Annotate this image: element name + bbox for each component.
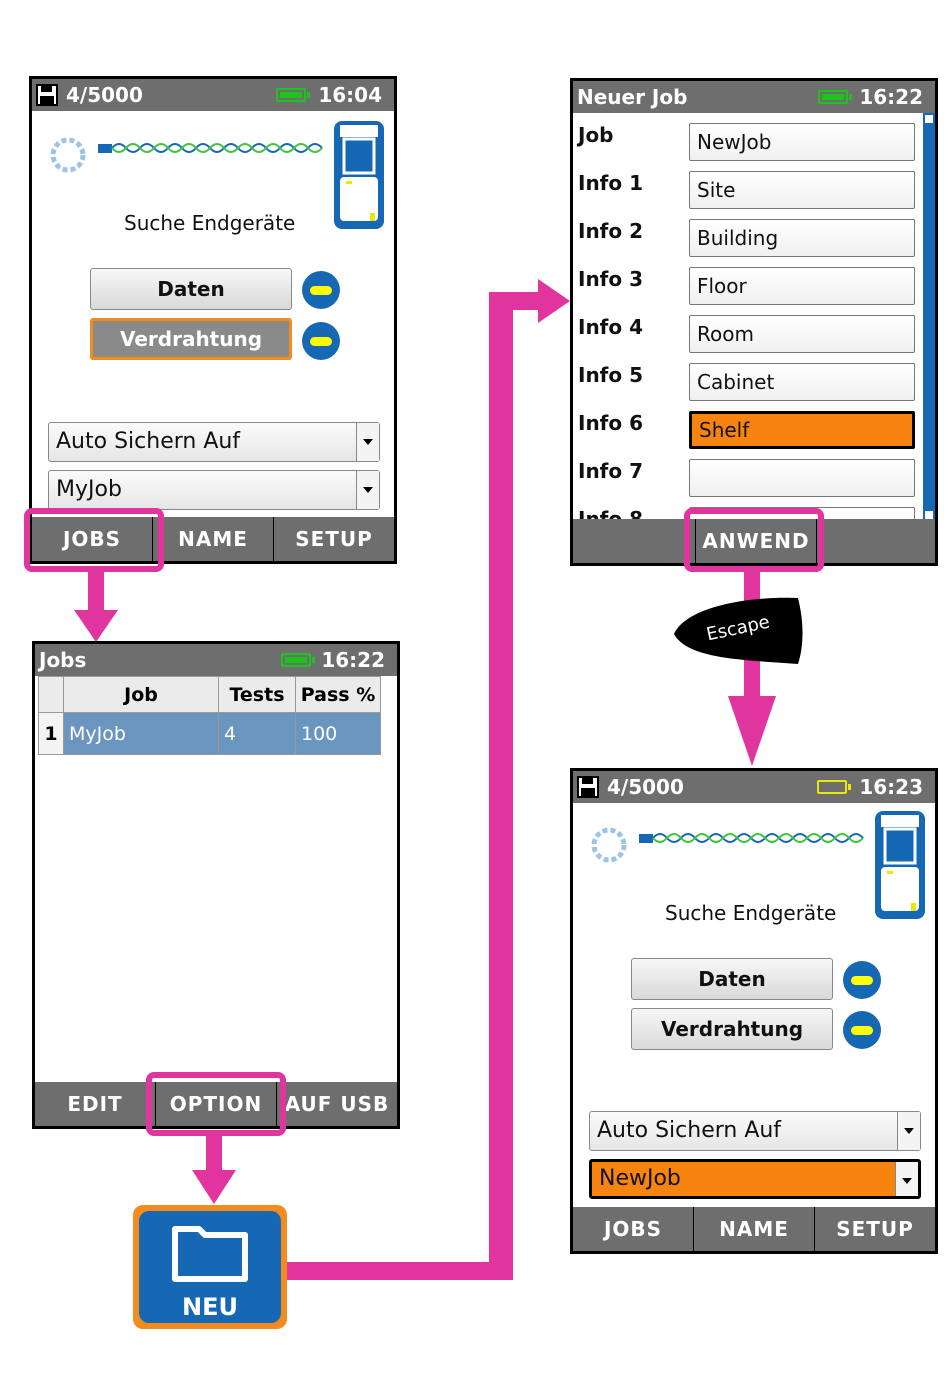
clock: 16:22 — [321, 648, 385, 672]
option-highlight — [146, 1072, 286, 1136]
field-label: Info 7 — [578, 459, 643, 483]
softkey-setup[interactable]: SETUP — [814, 1207, 935, 1251]
info4-field[interactable]: Room — [689, 315, 915, 353]
verdrahtung-button[interactable]: Verdrahtung — [631, 1008, 833, 1050]
autosave-dropdown[interactable]: Auto Sichern Auf — [48, 422, 380, 462]
info3-field[interactable]: Floor — [689, 267, 915, 305]
tester-screen-new-job: Neuer Job 16:22 Job NewJob Info 1 Site I… — [570, 78, 938, 566]
chevron-down-icon — [356, 423, 379, 461]
job-value: NewJob — [599, 1166, 681, 1191]
softkey-setup[interactable]: SETUP — [273, 517, 394, 561]
softkey-name[interactable]: NAME — [693, 1207, 814, 1251]
status-bar: 4/5000 16:23 — [573, 771, 935, 803]
job-dropdown[interactable]: MyJob — [48, 470, 380, 510]
softkey-edit[interactable]: EDIT — [67, 1092, 123, 1116]
softkey-apply[interactable]: ANWEND — [695, 519, 817, 563]
clock: 16:04 — [318, 83, 382, 107]
job-value: MyJob — [56, 477, 122, 502]
info6-field[interactable]: Shelf — [689, 411, 915, 449]
cable-icon — [639, 833, 864, 843]
field-label: Info 4 — [578, 315, 643, 339]
softkey-jobs[interactable]: JOBS — [62, 527, 122, 551]
daten-status-icon — [843, 961, 881, 999]
search-status-text: Suche Endgeräte — [665, 901, 837, 925]
tester-screen-main-after: 4/5000 16:23 Suche Endgeräte Daten Verdr… — [570, 768, 938, 1254]
column-header-job[interactable]: Job — [63, 676, 219, 713]
floppy-icon — [36, 84, 58, 106]
chevron-down-icon — [356, 471, 379, 509]
status-bar: 4/5000 16:04 — [32, 79, 394, 111]
field-label: Info 6 — [578, 411, 643, 435]
softkey-bar: JOBS NAME SETUP — [32, 517, 394, 561]
column-header-tests[interactable]: Tests — [218, 676, 296, 713]
cable-icon — [98, 143, 323, 153]
softkey-usb[interactable]: AUF USB — [276, 1082, 397, 1126]
verdrahtung-status-icon — [302, 322, 340, 360]
new-button-label: NEU — [182, 1293, 238, 1321]
battery-icon — [276, 88, 310, 102]
battery-icon — [817, 780, 851, 794]
row-number: 1 — [38, 712, 64, 755]
job-dropdown[interactable]: NewJob — [589, 1159, 921, 1199]
daten-button[interactable]: Daten — [90, 268, 292, 310]
folder-icon — [172, 1226, 248, 1282]
tester-screen-main-before: 4/5000 16:04 Suche Endgeräte Daten Verdr… — [29, 76, 397, 564]
battery-icon — [281, 653, 315, 667]
daten-button[interactable]: Daten — [631, 958, 833, 1000]
spinner-icon — [50, 137, 86, 173]
job-counter: 4/5000 — [66, 83, 143, 107]
screen-title: Jobs — [39, 648, 87, 672]
info2-field[interactable]: Building — [689, 219, 915, 257]
job-counter: 4/5000 — [607, 775, 684, 799]
field-label: Info 3 — [578, 267, 643, 291]
autosave-value: Auto Sichern Auf — [56, 429, 241, 454]
cell-pass: 100 — [295, 712, 381, 755]
chevron-down-icon — [895, 1162, 918, 1196]
floppy-icon — [577, 776, 599, 798]
battery-icon — [818, 90, 852, 104]
field-label: Info 1 — [578, 171, 643, 195]
softkey-bar: JOBS NAME SETUP — [573, 1207, 935, 1251]
field-label: Job — [578, 123, 614, 147]
anwend-highlight — [684, 508, 824, 572]
screen-title: Neuer Job — [577, 85, 688, 109]
autosave-dropdown[interactable]: Auto Sichern Auf — [589, 1111, 921, 1151]
status-bar: Jobs 16:22 — [35, 644, 397, 676]
spinner-icon — [591, 827, 627, 863]
softkey-bar: EDIT OPTION AUF USB — [35, 1082, 397, 1126]
softkey-option[interactable]: OPTION — [155, 1082, 276, 1126]
table-row[interactable]: 1 MyJob 4 100 — [38, 712, 381, 755]
autosave-value: Auto Sichern Auf — [597, 1118, 782, 1143]
verdrahtung-status-icon — [843, 1011, 881, 1049]
status-bar: Neuer Job 16:22 — [573, 81, 935, 113]
clock: 16:23 — [859, 775, 923, 799]
tester-device-icon — [334, 121, 384, 229]
cell-job: MyJob — [63, 712, 219, 755]
softkey-jobs[interactable]: JOBS — [603, 1217, 663, 1241]
tester-device-icon — [875, 811, 925, 919]
softkey-bar: ANWEND — [573, 519, 935, 563]
scrollbar[interactable] — [923, 113, 935, 521]
escape-key-icon: Escape — [668, 594, 806, 666]
column-header-pass[interactable]: Pass % — [295, 676, 381, 713]
cell-tests: 4 — [218, 712, 296, 755]
softkey-name[interactable]: NAME — [152, 517, 273, 561]
info5-field[interactable]: Cabinet — [689, 363, 915, 401]
daten-status-icon — [302, 271, 340, 309]
job-name-field[interactable]: NewJob — [689, 123, 915, 161]
new-job-button[interactable]: NEU — [133, 1205, 287, 1329]
field-label: Info 2 — [578, 219, 643, 243]
info1-field[interactable]: Site — [689, 171, 915, 209]
tester-screen-jobs: Jobs 16:22 Job Tests Pass % 1 MyJob 4 10… — [32, 641, 400, 1129]
clock: 16:22 — [859, 85, 923, 109]
chevron-down-icon — [897, 1112, 920, 1150]
field-label: Info 5 — [578, 363, 643, 387]
jobs-highlight — [24, 508, 164, 572]
search-status-text: Suche Endgeräte — [124, 211, 296, 235]
info7-field[interactable] — [689, 459, 915, 497]
verdrahtung-button[interactable]: Verdrahtung — [90, 318, 292, 360]
jobs-table: Job Tests Pass % 1 MyJob 4 100 — [38, 676, 381, 755]
